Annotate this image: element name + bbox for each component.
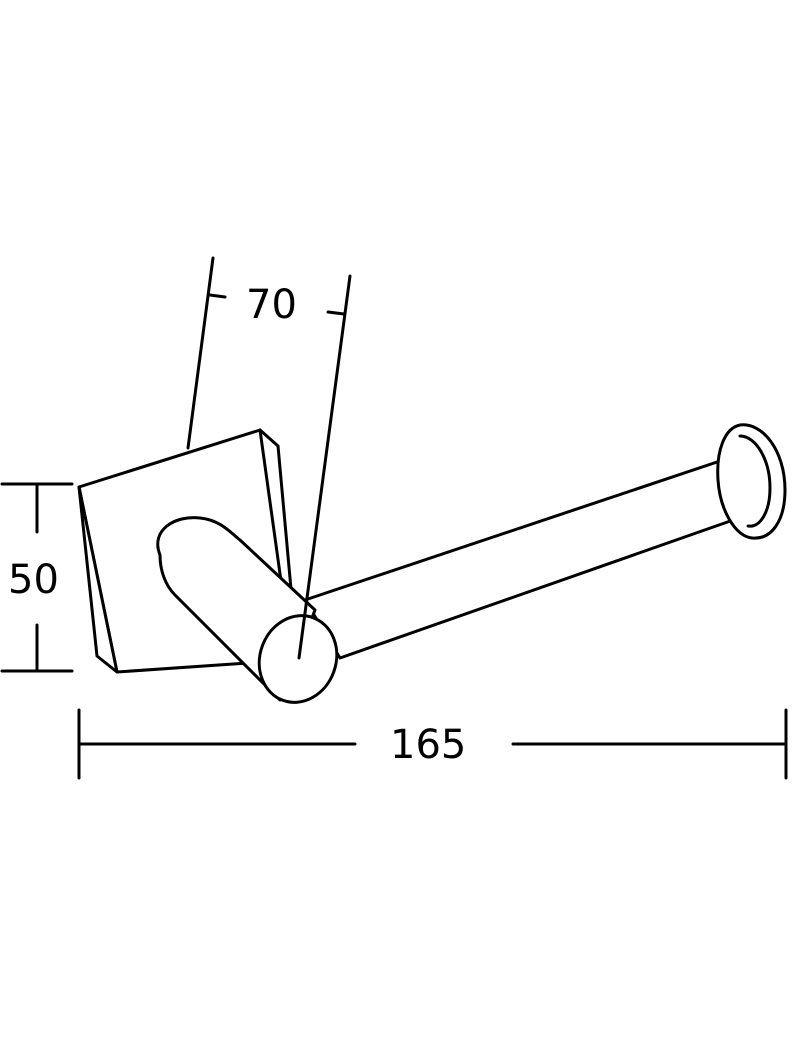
- plate-top-edge: [258, 428, 280, 448]
- depth-extension-line-left: [186, 256, 215, 450]
- height-label: 50: [8, 557, 59, 603]
- depth-label: 70: [246, 282, 297, 328]
- depth-dimension-tick-left: [208, 293, 227, 299]
- width-label: 165: [390, 722, 466, 768]
- end-cap-inner: [738, 434, 772, 528]
- dimension-height: 50: [0, 482, 74, 673]
- dimension-depth: 70: [186, 256, 352, 660]
- plate-side-edge: [77, 485, 119, 674]
- roll-bar-body: [303, 453, 764, 660]
- depth-dimension-tick-right: [326, 310, 346, 316]
- plate-right-edge: [276, 444, 294, 602]
- depth-extension-line-right: [297, 274, 352, 660]
- roll-bar: [303, 423, 787, 660]
- dimension-width: 165: [77, 708, 788, 780]
